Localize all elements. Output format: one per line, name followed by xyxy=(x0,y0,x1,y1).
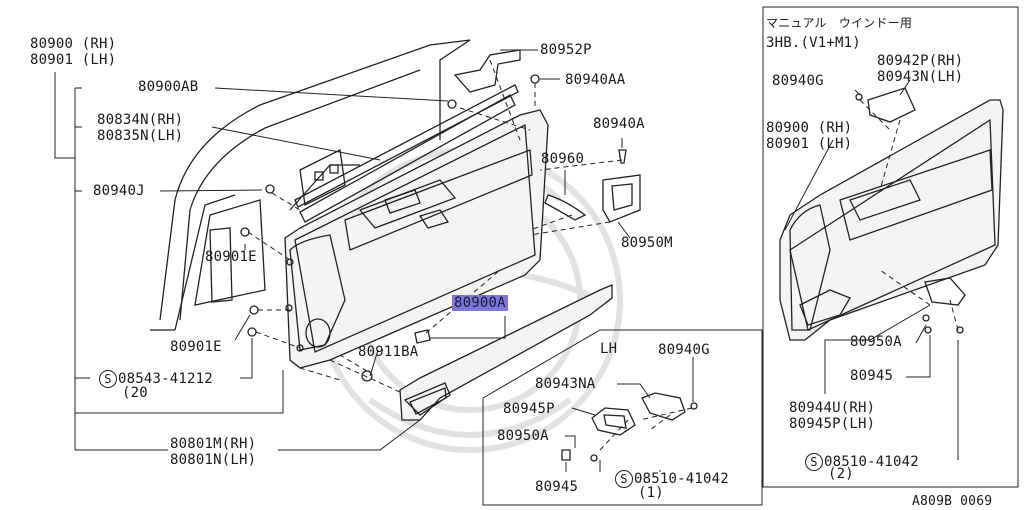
door-trim-panel xyxy=(284,109,549,369)
window-moulding xyxy=(294,84,519,223)
label-80900ab: 80900AB xyxy=(138,79,199,95)
label-80940g-inset: 80940G xyxy=(772,73,824,89)
inset-title-line2: 3HB.(V1+M1) xyxy=(766,35,861,51)
label-80901-inset-lh: 80901 (LH) xyxy=(766,136,853,152)
s-mark-icon: S xyxy=(805,453,823,471)
diagram-code: A809B 0069 xyxy=(912,494,993,509)
inset-title-line1: マニュアル ウインドー用 xyxy=(766,16,913,30)
label-80943n-lh: 80943N(LH) xyxy=(877,69,964,85)
door-frame xyxy=(150,39,471,331)
label-80950m: 80950M xyxy=(621,235,673,251)
label-80940a: 80940A xyxy=(593,116,645,132)
label-80945p-lh: 80945P xyxy=(503,401,555,417)
small-parts xyxy=(240,49,641,382)
label-80834n-rh: 80834N(RH) xyxy=(97,112,184,128)
label-80950a-inset: 80950A xyxy=(850,334,902,350)
label-08543-qty: (20 xyxy=(122,385,148,401)
label-80945-inset: 80945 xyxy=(850,368,894,384)
label-80942p-rh: 80942P(RH) xyxy=(877,53,964,69)
label-lh-title: LH xyxy=(600,341,618,357)
s-mark-icon: S xyxy=(615,470,633,488)
left-bracket xyxy=(54,72,284,451)
armrest-panel xyxy=(399,284,613,421)
label-80940j: 80940J xyxy=(93,183,145,199)
label-80901-lh: 80901 (LH) xyxy=(30,52,117,68)
label-08510-inset-qty: (2) xyxy=(828,466,854,482)
label-80940aa: 80940AA xyxy=(565,72,626,88)
label-80801m-rh: 80801M(RH) xyxy=(170,436,257,452)
label-80945-lh: 80945 xyxy=(535,479,579,495)
s-mark-icon: S xyxy=(99,370,117,388)
inset-box xyxy=(762,6,1019,488)
label-80945p-inset-lh: 80945P(LH) xyxy=(789,416,876,432)
label-80960: 80960 xyxy=(541,151,585,167)
label-80900a[interactable]: 80900A xyxy=(452,295,508,311)
label-80801n-lh: 80801N(LH) xyxy=(170,452,257,468)
label-80944u-rh: 80944U(RH) xyxy=(789,400,876,416)
label-80901e-lower: 80901E xyxy=(170,339,222,355)
label-80900-inset-rh: 80900 (RH) xyxy=(766,120,853,136)
label-80940g-lh: 80940G xyxy=(658,342,710,358)
label-80911ba: 80911BA xyxy=(358,344,419,360)
label-08510-lh-qty: (1) xyxy=(638,485,664,501)
label-80901e-upper: 80901E xyxy=(205,249,257,265)
label-80835n-lh: 80835N(LH) xyxy=(97,128,184,144)
lh-detail-box xyxy=(482,329,763,506)
label-80943na: 80943NA xyxy=(535,376,596,392)
label-80950a-lh: 80950A xyxy=(497,428,549,444)
label-80952p: 80952P xyxy=(540,42,592,58)
label-80900-rh: 80900 (RH) xyxy=(30,36,117,52)
